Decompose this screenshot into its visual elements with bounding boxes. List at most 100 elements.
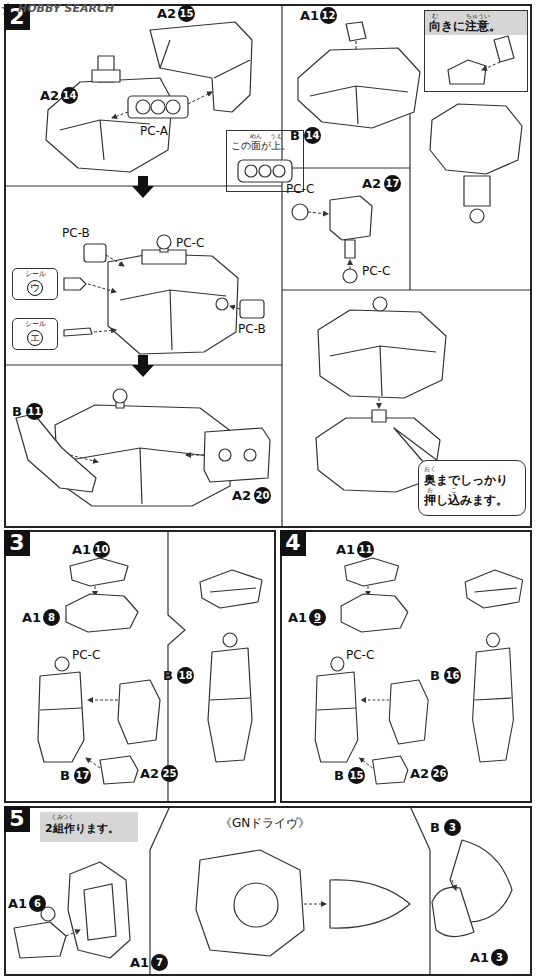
part-drawing	[108, 254, 238, 354]
part-drawing	[112, 112, 128, 118]
part-code: A2	[232, 488, 251, 503]
step-number: 3	[4, 530, 30, 556]
part-drawing	[64, 278, 86, 290]
part-drawing	[106, 255, 124, 266]
part-drawing	[373, 297, 387, 311]
part-drawing	[345, 240, 355, 258]
part-drawing	[16, 22, 522, 506]
part-code: A1	[72, 542, 91, 557]
part-drawing	[430, 104, 522, 174]
part-label: PC-B	[238, 322, 266, 336]
furigana: うえ	[270, 132, 282, 139]
watermark: HOBBY SEARCH	[18, 2, 114, 15]
part-drawing	[494, 36, 514, 62]
part-code: B	[430, 820, 440, 835]
callout-number: 15	[348, 767, 365, 784]
part-drawing	[210, 588, 256, 592]
callout-number: 15	[178, 5, 195, 22]
callout-number: 14	[61, 87, 78, 104]
callout-number: 17	[74, 767, 91, 784]
part-label: PC-C	[286, 182, 314, 196]
part-drawing	[118, 680, 160, 744]
part-drawing	[330, 880, 410, 928]
step-panel: 3	[4, 530, 276, 803]
part-drawing	[208, 648, 252, 762]
step-number: 5	[4, 806, 30, 832]
part-drawing	[482, 62, 500, 70]
callout-number: 12	[320, 7, 337, 24]
callout-number: 3	[444, 819, 461, 836]
part-drawing	[128, 96, 188, 118]
part-label: PC-C	[362, 264, 390, 278]
part-drawing	[315, 558, 522, 784]
furigana: む	[432, 12, 438, 19]
part-drawing	[259, 165, 271, 177]
part-label: PC-C	[346, 648, 374, 662]
part-drawing	[60, 120, 150, 160]
part-drawing	[240, 300, 264, 318]
step-panel: 4	[280, 530, 532, 803]
part-code: A2	[362, 176, 381, 191]
part-drawing	[136, 100, 150, 114]
part-drawing	[273, 165, 285, 177]
part-label: PC-A	[140, 124, 168, 138]
part-drawing	[464, 176, 490, 206]
callout-number: 11	[26, 403, 43, 420]
part-drawing	[92, 70, 120, 82]
part-drawing	[94, 330, 116, 332]
part-drawing	[84, 884, 116, 940]
callout-number: 9	[309, 609, 326, 626]
callout-number: 26	[431, 765, 448, 782]
part-label: PC-B	[62, 226, 90, 240]
part-code: B	[430, 668, 440, 683]
part-drawing	[88, 284, 116, 292]
part-drawing	[379, 398, 380, 408]
part-drawing	[66, 594, 138, 632]
part-drawing	[244, 449, 256, 461]
furigana: くみ	[51, 813, 63, 820]
part-drawing	[346, 22, 366, 41]
part-drawing	[14, 840, 512, 958]
sticker-tag: シールエ	[12, 318, 58, 350]
part-drawing	[219, 449, 231, 461]
part-drawing	[157, 235, 171, 249]
part-drawing	[234, 883, 278, 927]
part-drawing	[200, 570, 262, 608]
furigana: おく	[424, 465, 436, 472]
callout-number: 25	[161, 765, 178, 782]
part-drawing	[308, 212, 328, 214]
part-drawing	[350, 260, 351, 269]
part-code: A2	[40, 88, 59, 103]
panel-divider	[4, 4, 532, 976]
part-drawing	[16, 414, 96, 492]
part-drawing	[100, 756, 138, 784]
callout-number: 10	[93, 541, 110, 558]
part-drawing	[38, 672, 84, 762]
panel-divider	[4, 4, 532, 527]
sticker-name: シール	[13, 319, 57, 329]
furigana: つく	[62, 813, 74, 820]
part-drawing	[186, 455, 204, 456]
part-drawing	[14, 922, 66, 958]
part-code: B	[290, 128, 300, 143]
callout-number: 3	[491, 949, 508, 966]
part-drawing	[230, 306, 240, 309]
part-drawing	[66, 930, 80, 936]
part-code: A1	[300, 8, 319, 23]
part-code: A1	[470, 950, 489, 965]
part-drawing	[64, 328, 92, 336]
furigana: ちゅうい	[466, 12, 490, 19]
part-drawing	[448, 60, 486, 84]
part-code: B	[12, 404, 22, 419]
part-drawing	[120, 290, 226, 350]
part-drawing	[330, 196, 372, 240]
part-drawing	[238, 160, 292, 182]
part-drawing	[343, 269, 357, 283]
part-drawing	[310, 86, 408, 124]
part-code: B	[163, 668, 173, 683]
furigana: こ	[451, 486, 457, 493]
part-drawing	[304, 904, 326, 905]
part-drawing	[188, 92, 212, 104]
sticker-tag: シールウ	[12, 268, 58, 300]
